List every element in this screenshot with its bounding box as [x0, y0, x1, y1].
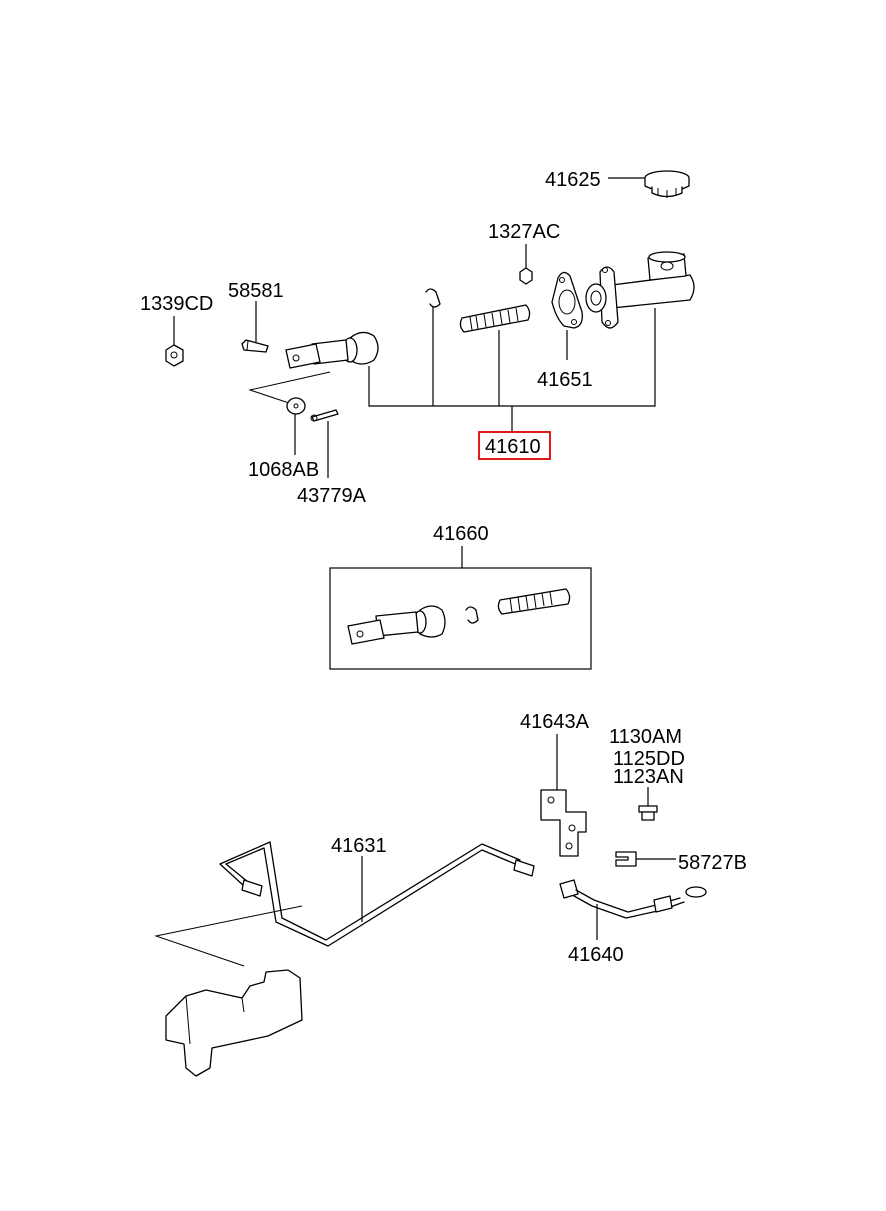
label-1130AM: 1130AM — [609, 726, 682, 748]
label-41651: 41651 — [537, 369, 593, 391]
gasket[interactable] — [551, 271, 583, 329]
label-41640: 41640 — [568, 944, 624, 966]
label-1125DD: 1125DD — [613, 748, 685, 770]
label-1327AC: 1327AC — [488, 221, 560, 243]
hex-nut[interactable] — [165, 344, 184, 367]
label-58727B: 58727B — [678, 852, 747, 874]
nut-small[interactable] — [519, 267, 533, 285]
bolt[interactable] — [638, 805, 658, 821]
clevis-pin[interactable] — [241, 339, 269, 353]
label-58581: 58581 — [228, 280, 284, 302]
label-41631: 41631 — [331, 835, 387, 857]
bracket[interactable] — [540, 789, 587, 857]
washer[interactable] — [286, 397, 306, 415]
clutch-pipe[interactable] — [219, 841, 535, 947]
master-cylinder-body[interactable] — [585, 251, 695, 329]
split-pin[interactable] — [310, 409, 339, 422]
label-1068AB: 1068AB — [248, 459, 319, 481]
label-41625: 41625 — [545, 169, 601, 191]
label-1123AN: 1123AN — [613, 766, 684, 788]
label-43779A: 43779A — [297, 485, 367, 507]
clutch-hose[interactable] — [559, 879, 707, 919]
reservoir-cap[interactable] — [644, 170, 690, 198]
snap-ring[interactable] — [425, 288, 441, 308]
dust-boot[interactable] — [459, 304, 531, 333]
label-41643A: 41643A — [520, 711, 590, 733]
repair-kit-box — [329, 567, 592, 670]
repair-kit-parts[interactable] — [347, 588, 571, 645]
highlight-box-41610 — [478, 431, 551, 460]
label-41610[interactable]: 41610 — [485, 436, 541, 458]
retaining-clip[interactable] — [615, 851, 637, 867]
label-1339CD: 1339CD — [140, 293, 213, 315]
push-rod-assembly[interactable] — [285, 331, 379, 369]
label-41660: 41660 — [433, 523, 489, 545]
master-cylinder-reference — [165, 969, 303, 1077]
